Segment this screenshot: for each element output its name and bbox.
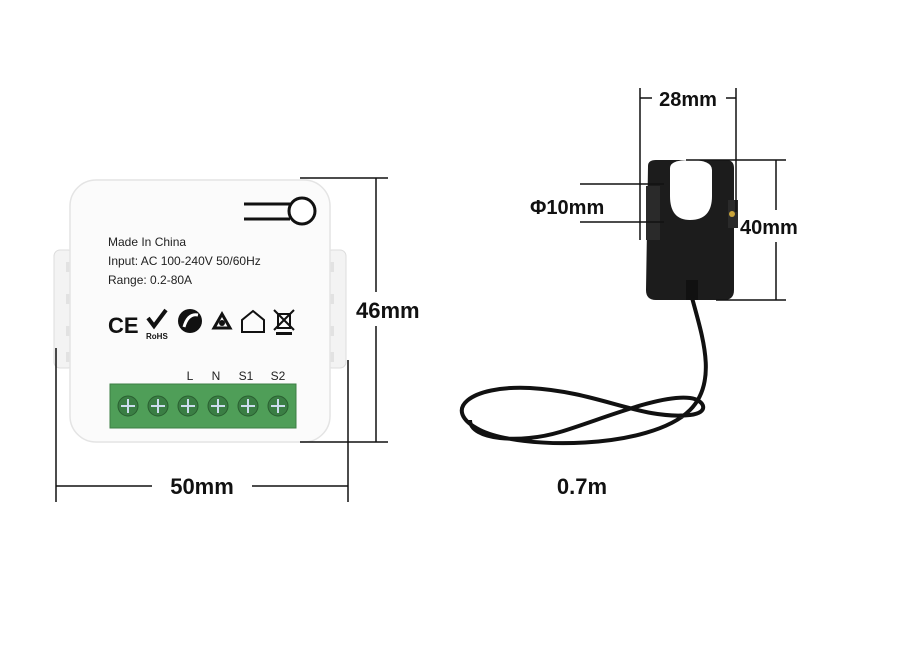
- terminal-label-s2: S2: [271, 369, 286, 383]
- module-body: [69, 179, 331, 443]
- clamp-width-label: 28mm: [659, 89, 717, 111]
- terminal-label-l: L: [187, 369, 194, 383]
- recycle-icon: [211, 310, 233, 330]
- rohs-text: RoHS: [146, 332, 168, 341]
- screw-icon: [207, 395, 229, 417]
- switch-module: Made In China Input: AC 100-240V 50/60Hz…: [53, 179, 347, 443]
- ce-mark-icon: CE: [108, 313, 139, 338]
- height-dimension: [300, 177, 388, 443]
- terminal-block: [109, 383, 297, 429]
- clamp-cable-strain-relief: [686, 280, 698, 300]
- screw-icon: [237, 395, 259, 417]
- house-icon: [241, 309, 265, 333]
- terminal-label-n: N: [212, 369, 221, 383]
- clamp-hole-label: Φ10mm: [530, 197, 604, 219]
- screw-icon: [267, 395, 289, 417]
- current-clamp: [459, 160, 738, 446]
- green-dot-icon: [178, 309, 202, 333]
- clamp-hole: [670, 160, 712, 220]
- width-dimension: [55, 348, 349, 502]
- made-in-text: Made In China: [108, 235, 186, 249]
- clamp-hole-dimension: [580, 183, 664, 223]
- clamp-left-latch: [646, 186, 660, 240]
- input-text: Input: AC 100-240V 50/60Hz: [108, 254, 261, 268]
- rohs-icon: RoHS: [146, 308, 168, 341]
- range-text: Range: 0.2-80A: [108, 273, 192, 287]
- clamp-width-dimension: [639, 88, 737, 240]
- terminal-screws: [117, 395, 289, 417]
- clamp-height-dimension: [686, 159, 786, 301]
- cable-length-label: 0.7m: [557, 474, 607, 499]
- clamp-cable: [459, 289, 708, 446]
- screw-icon: [147, 395, 169, 417]
- width-label: 50mm: [170, 474, 234, 499]
- reset-button-icon: [244, 196, 317, 226]
- height-label: 46mm: [356, 298, 420, 323]
- clamp-height-label: 40mm: [740, 217, 798, 239]
- weee-bin-icon: [273, 309, 295, 335]
- terminal-label-s1: S1: [239, 369, 254, 383]
- screw-icon: [117, 395, 139, 417]
- screw-icon: [177, 395, 199, 417]
- clamp-pin-icon: [729, 211, 735, 217]
